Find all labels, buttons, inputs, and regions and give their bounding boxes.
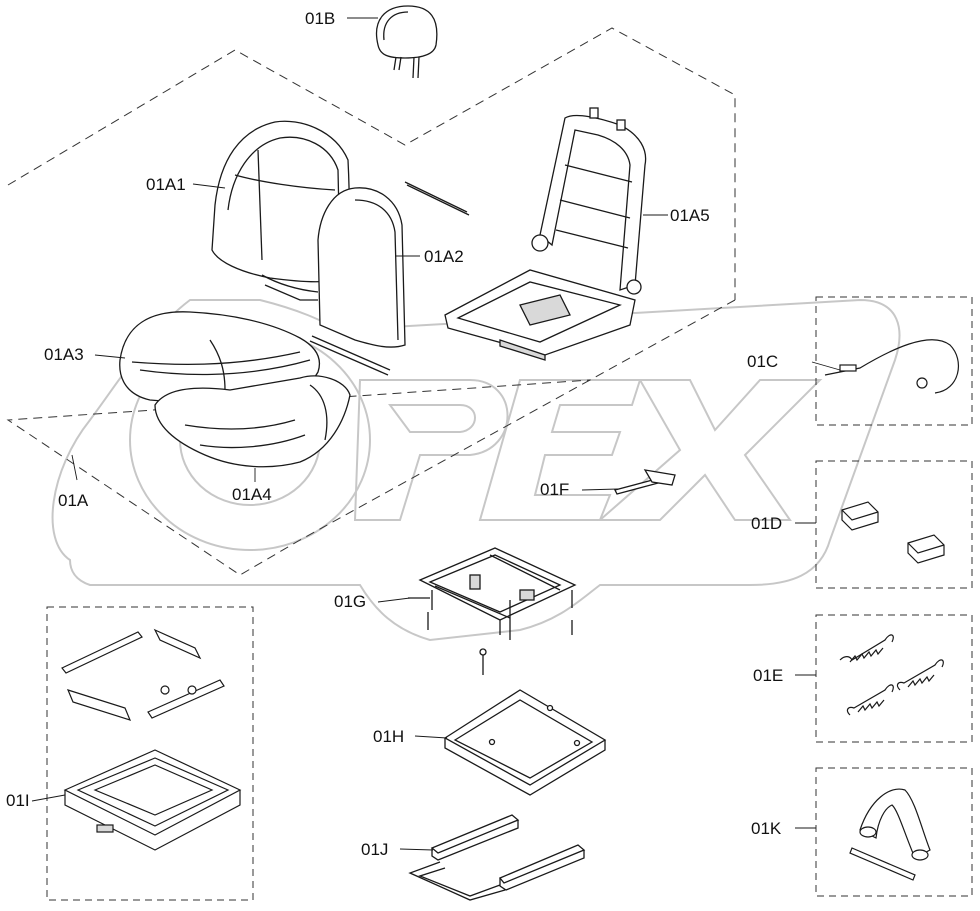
seat-frame-01A5 [444,107,647,361]
mounting-kit-01I [61,628,242,851]
label-01J: 01J [361,840,389,859]
label-01F: 01F [540,480,570,499]
pads-01D [841,501,945,564]
label-01K: 01K [751,819,782,838]
backrest-cover-01A2 [261,181,470,376]
headrest-01B [376,5,438,79]
base-plate-01H [443,689,607,796]
group-01D-outline [815,460,973,589]
group-01E-outline [815,614,973,743]
group-01K-outline [815,767,973,897]
label-01I: 01I [6,791,30,810]
label-01A: 01A [58,491,89,510]
label-01E: 01E [753,666,784,685]
leader-lines [31,17,841,851]
group-01C-outline [815,296,973,426]
cable-01C [824,339,959,394]
seat-cover-01A4 [154,375,351,468]
label-01A1: 01A1 [146,175,186,194]
bracket-01F [614,469,676,495]
label-01G: 01G [334,592,367,611]
label-01C: 01C [747,352,779,371]
label-01D: 01D [751,514,783,533]
label-01A4: 01A4 [232,485,272,504]
label-01A3: 01A3 [44,345,84,364]
label-01A2: 01A2 [424,247,464,266]
slide-rails-01J [408,814,586,901]
group-01I-outline [46,606,254,901]
strap-01K [849,788,931,881]
label-01A5: 01A5 [670,206,710,225]
backrest-cushion-01A1 [211,120,351,283]
label-01B: 01B [305,9,336,28]
springs-01E [839,634,944,716]
label-01H: 01H [373,727,405,746]
opex-watermark-logo [51,298,901,642]
slide-frame-01G [408,547,577,675]
